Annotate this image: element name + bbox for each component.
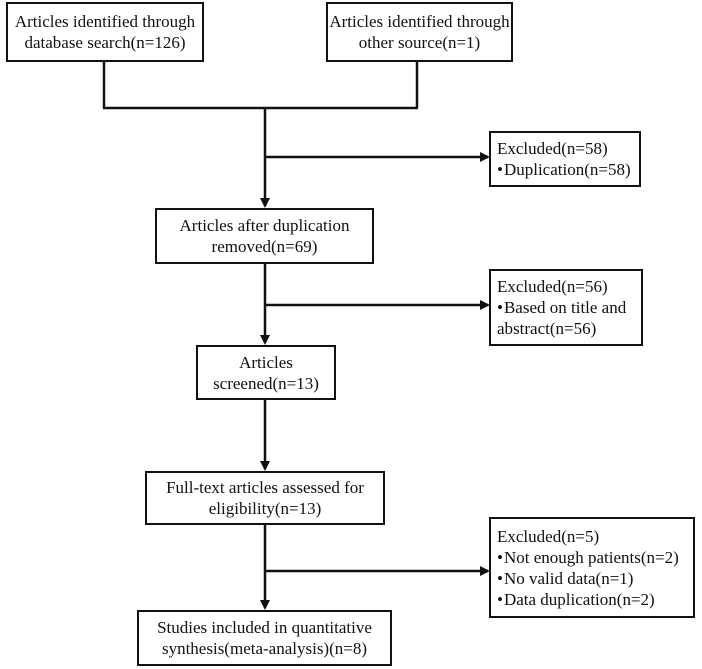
excluded-title-abstract-item: Based on title and [497, 297, 641, 318]
database-search-box: Articles identified through database sea… [6, 2, 204, 62]
excluded-eligibility-item: Data duplication(n=2) [497, 589, 693, 610]
excluded-eligibility-box: Excluded(n=5) Not enough patients(n=2) N… [489, 517, 695, 618]
other-source-line-1: Articles identified through [329, 12, 510, 31]
other-source-box: Articles identified through other source… [326, 2, 513, 62]
after-duplication-line-1: Articles after duplication [179, 216, 350, 235]
included-studies-box: Studies included in quantitative synthes… [137, 610, 392, 666]
excluded-duplication-title: Excluded(n=58) [497, 139, 608, 158]
screened-box: Articles screened(n=13) [196, 345, 336, 400]
excluded-duplication-item: Duplication(n=58) [497, 159, 639, 180]
excluded-eligibility-item: Not enough patients(n=2) [497, 547, 693, 568]
after-duplication-line-2: removed(n=69) [211, 237, 318, 256]
excluded-title-abstract-title: Excluded(n=56) [497, 277, 608, 296]
full-text-line-1: Full-text articles assessed for [166, 478, 364, 497]
full-text-box: Full-text articles assessed for eligibil… [145, 471, 385, 525]
screened-line-1: Articles [239, 352, 293, 372]
included-studies-line-2: synthesis(meta-analysis)(n=8) [161, 639, 368, 658]
included-studies-line-1: Studies included in quantitative [157, 618, 372, 637]
excluded-eligibility-item: No valid data(n=1) [497, 568, 693, 589]
excluded-title-abstract-box: Excluded(n=56) Based on title and abstra… [489, 269, 643, 346]
excluded-eligibility-title: Excluded(n=5) [497, 526, 600, 546]
excluded-duplication-box: Excluded(n=58) Duplication(n=58) [489, 131, 641, 187]
database-search-line-1: Articles identified through [14, 12, 196, 31]
screened-line-2: screened(n=13) [213, 373, 319, 393]
full-text-line-2: eligibility(n=13) [208, 499, 322, 518]
other-source-line-2: other source(n=1) [358, 33, 481, 52]
database-search-line-2: database search(n=126) [24, 33, 186, 52]
after-duplication-box: Articles after duplication removed(n=69) [155, 208, 374, 264]
excluded-title-abstract-continuation: abstract(n=56) [497, 319, 597, 338]
